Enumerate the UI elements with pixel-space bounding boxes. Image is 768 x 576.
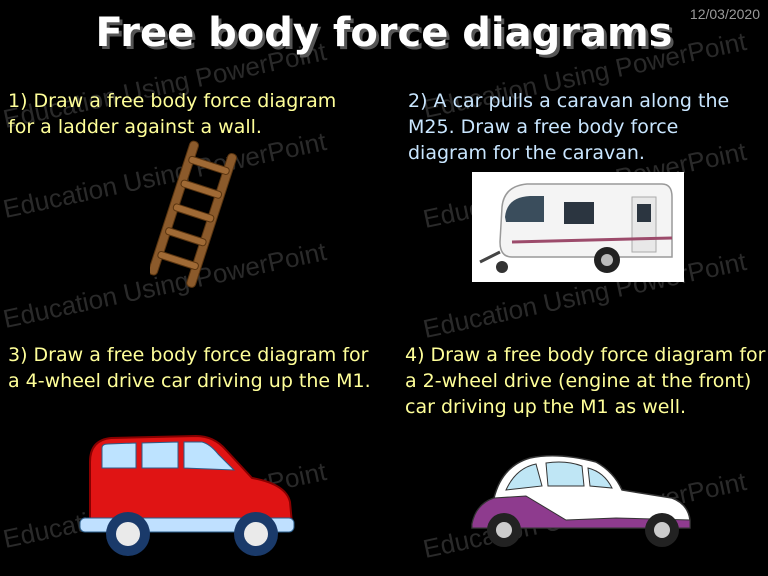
question-3: 3) Draw a free body force diagram for a … [8,344,371,392]
question-2: 2) A car pulls a caravan along the M25. … [408,90,730,164]
ladder-image [150,140,238,288]
question-1: 1) Draw a free body force diagram for a … [8,90,337,138]
classic-car-image [471,455,691,547]
slide-date: 12/03/2020 [689,6,760,22]
question-4: 4) Draw a free body force diagram for a … [405,344,766,418]
caravan-image [472,172,684,282]
red-car-image [79,434,295,556]
slide-title: Free body force diagrams [95,10,673,56]
